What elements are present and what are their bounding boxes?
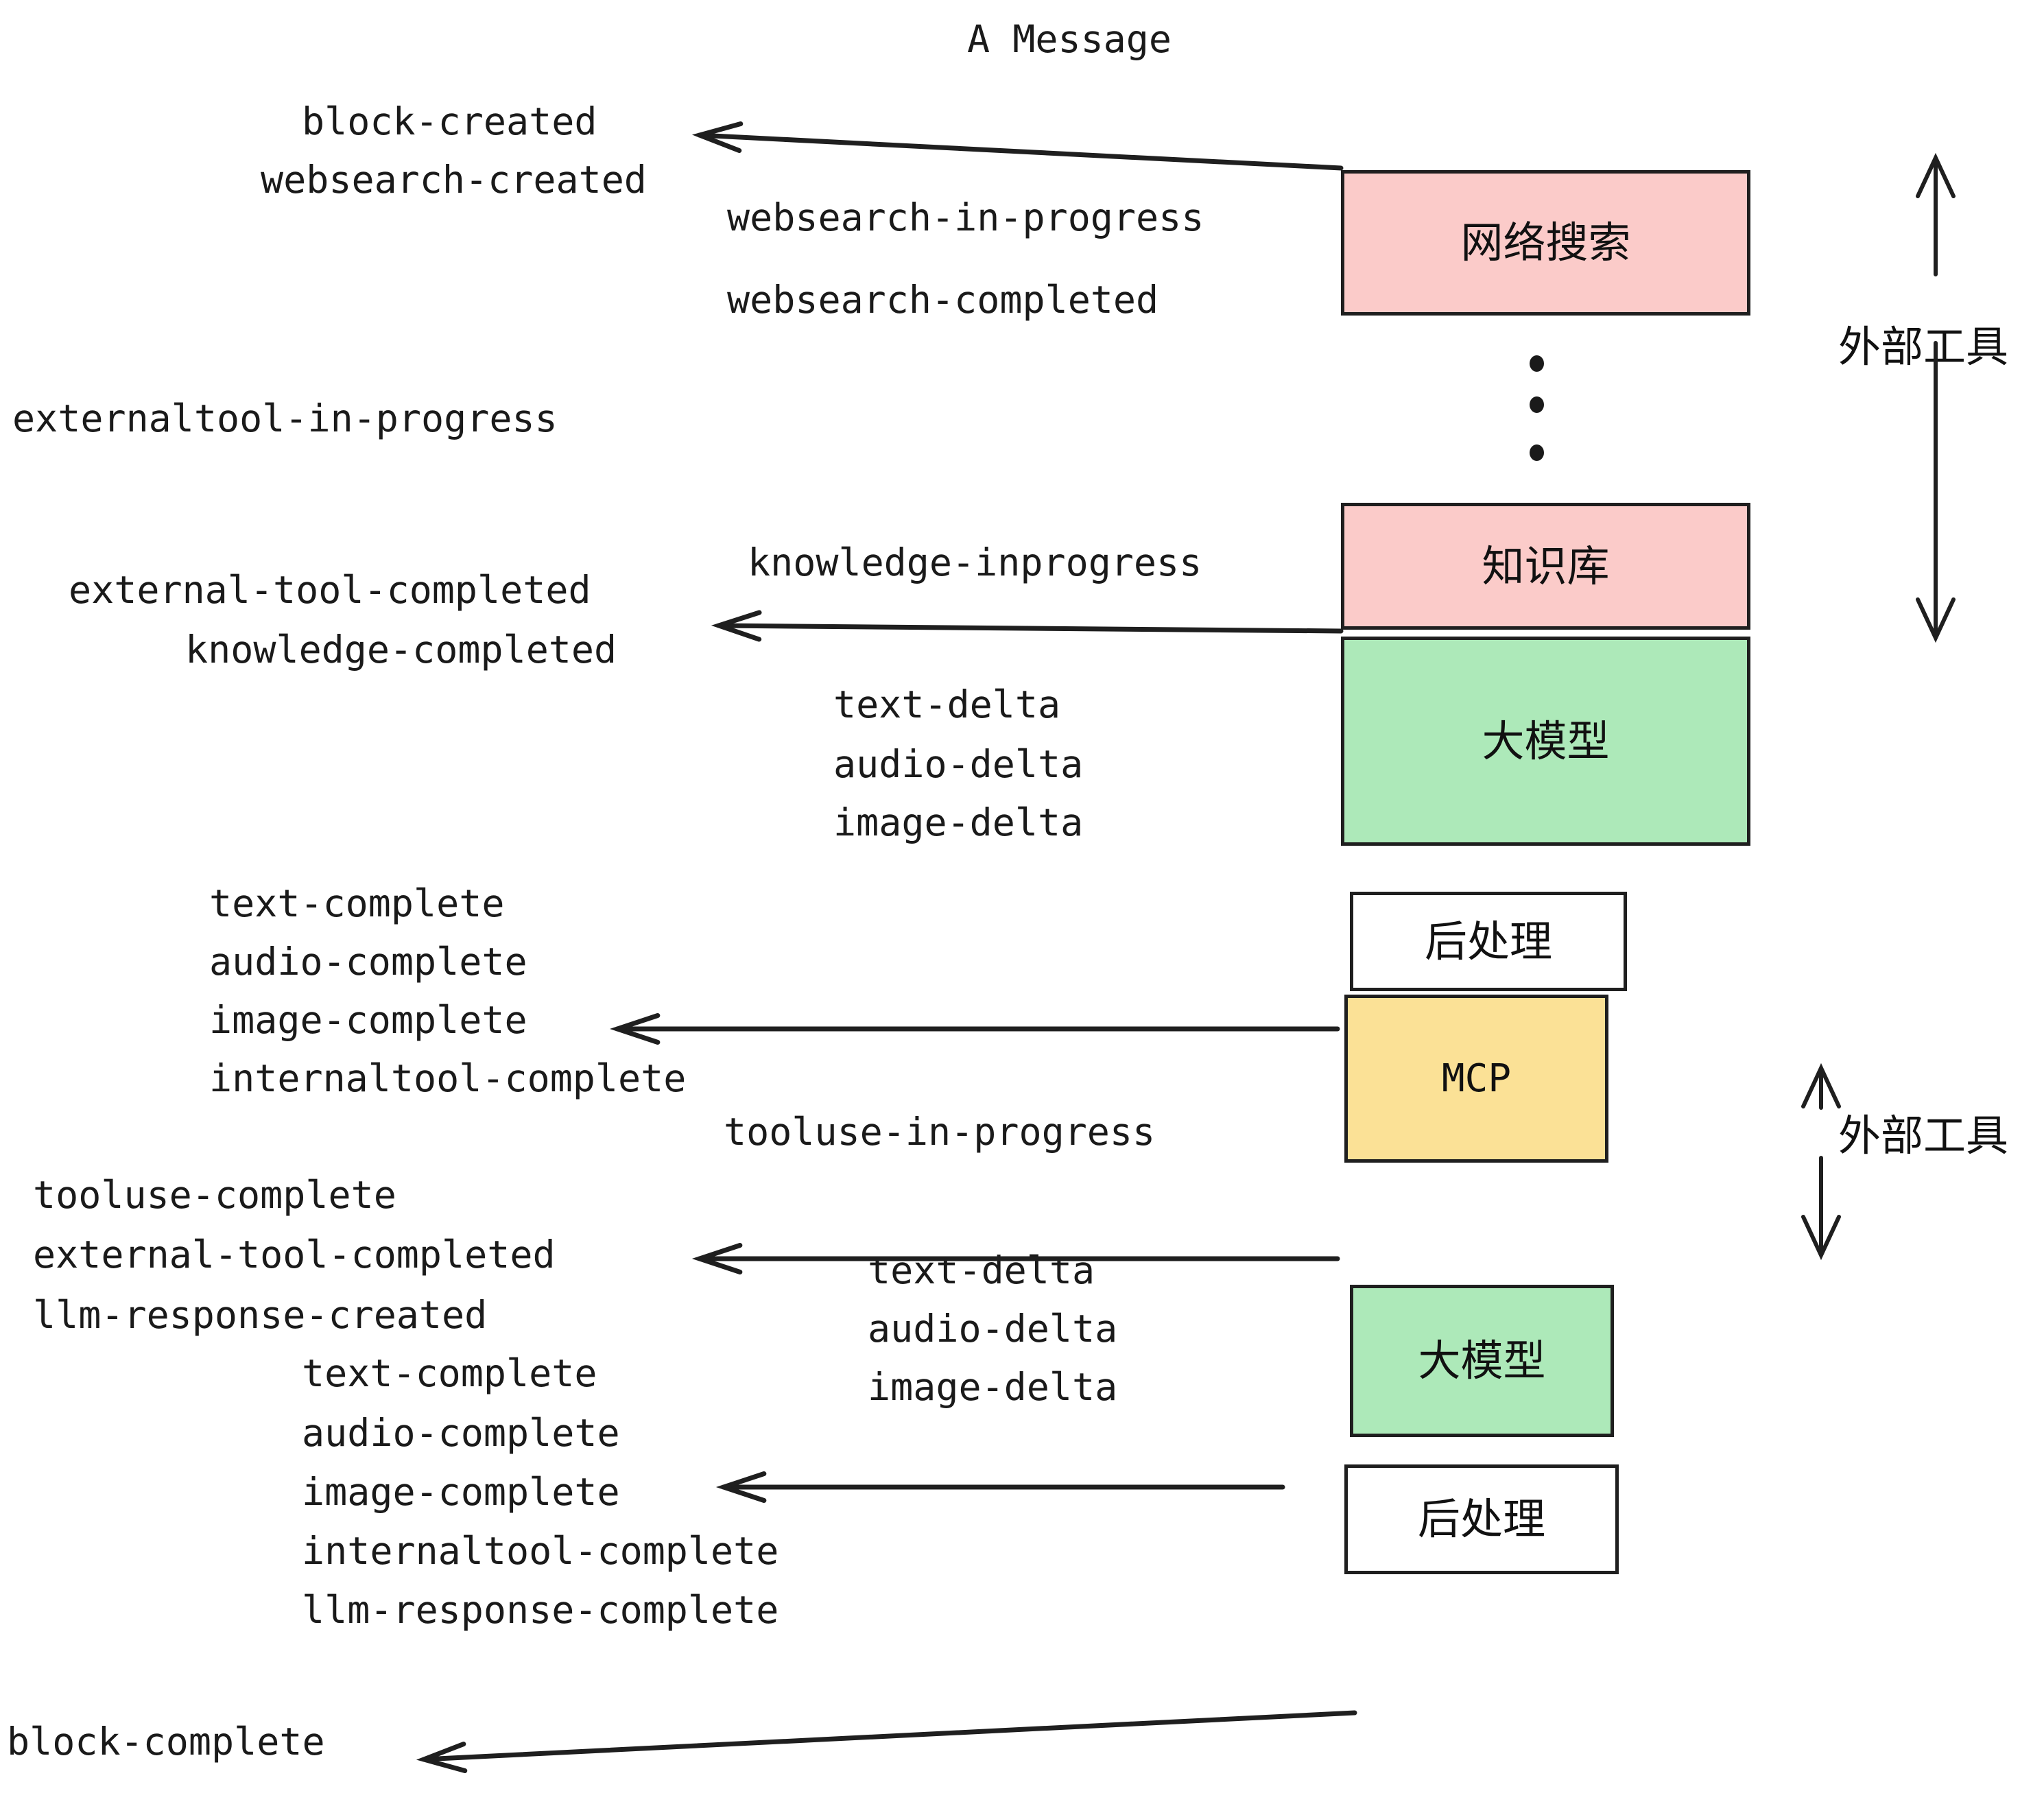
ellipsis-dot-3 xyxy=(1530,444,1544,461)
event-label-audio-delta: audio-delta xyxy=(833,742,1084,786)
event-label-websearch-created: websearch-created xyxy=(261,158,647,202)
node-label-knowledge: 知识库 xyxy=(1482,541,1610,591)
node-label-llm-1: 大模型 xyxy=(1482,715,1610,766)
node-label-post-1: 后处理 xyxy=(1424,916,1552,966)
event-label-llm-response-created: llm-response-created xyxy=(33,1293,488,1337)
event-label-internaltool-complete: internaltool-complete xyxy=(209,1056,687,1100)
node-mcp[interactable]: MCP xyxy=(1344,995,1608,1163)
node-llm-2[interactable]: 大模型 xyxy=(1350,1285,1614,1437)
event-label-block-complete: block-complete xyxy=(7,1720,325,1764)
event-label-text-complete: text-complete xyxy=(302,1351,597,1395)
external-tools-bottom-label: 外部工具 xyxy=(1838,1111,2009,1161)
node-post-2[interactable]: 后处理 xyxy=(1344,1464,1619,1574)
event-label-block-created: block-created xyxy=(302,99,597,143)
event-label-external-tool-completed: external-tool-completed xyxy=(69,568,591,612)
event-label-audio-delta: audio-delta xyxy=(868,1307,1118,1351)
event-label-knowledge-completed: knowledge-completed xyxy=(185,628,617,672)
node-label-mcp: MCP xyxy=(1441,1056,1512,1101)
ellipsis-dot-1 xyxy=(1530,355,1544,372)
event-label-image-complete: image-complete xyxy=(209,998,527,1042)
arrow-websearch-to-left xyxy=(691,121,1344,171)
event-label-tooluse-in-progress: tooluse-in-progress xyxy=(724,1110,1156,1154)
event-label-websearch-completed: websearch-completed xyxy=(727,278,1159,322)
event-label-llm-response-complete: llm-response-complete xyxy=(302,1588,779,1632)
event-label-knowledge-inprogress: knowledge-inprogress xyxy=(748,541,1202,584)
node-label-websearch: 网络搜索 xyxy=(1460,217,1631,268)
event-label-image-delta: image-delta xyxy=(833,800,1084,844)
event-label-text-delta: text-delta xyxy=(833,683,1061,726)
node-label-post-2: 后处理 xyxy=(1417,1494,1545,1544)
external-tools-top-label: 外部工具 xyxy=(1838,322,2009,372)
node-knowledge[interactable]: 知识库 xyxy=(1341,503,1750,630)
ellipsis-dot-2 xyxy=(1530,396,1544,413)
event-label-internaltool-complete: internaltool-complete xyxy=(302,1529,779,1573)
event-label-image-complete: image-complete xyxy=(302,1470,620,1514)
arrow-llm2-to-left xyxy=(715,1471,1285,1503)
diagram-title: A Message xyxy=(967,17,1172,61)
event-label-tooluse-complete: tooluse-complete xyxy=(33,1173,396,1217)
event-label-audio-complete: audio-complete xyxy=(209,940,527,984)
event-label-audio-complete: audio-complete xyxy=(302,1411,620,1455)
arrow-external-tools-arrow-top xyxy=(1916,152,1956,643)
arrow-llm1-to-left xyxy=(609,1013,1340,1045)
node-llm-1[interactable]: 大模型 xyxy=(1341,637,1750,846)
node-label-llm-2: 大模型 xyxy=(1418,1336,1546,1386)
arrow-post2-to-left xyxy=(416,1710,1357,1774)
arrow-knowledge-to-left xyxy=(711,610,1344,642)
event-label-text-delta: text-delta xyxy=(868,1248,1095,1292)
event-label-external-tool-completed: external-tool-completed xyxy=(33,1233,556,1277)
arrow-external-tools-arrow-bottom xyxy=(1801,1063,1841,1261)
node-websearch[interactable]: 网络搜索 xyxy=(1341,170,1750,316)
event-label-text-complete: text-complete xyxy=(209,881,505,925)
event-label-image-delta: image-delta xyxy=(868,1365,1118,1409)
event-label-externaltool-in-progress: externaltool-in-progress xyxy=(12,396,558,440)
node-post-1[interactable]: 后处理 xyxy=(1350,892,1627,991)
event-label-websearch-in-progress: websearch-in-progress xyxy=(727,195,1204,239)
